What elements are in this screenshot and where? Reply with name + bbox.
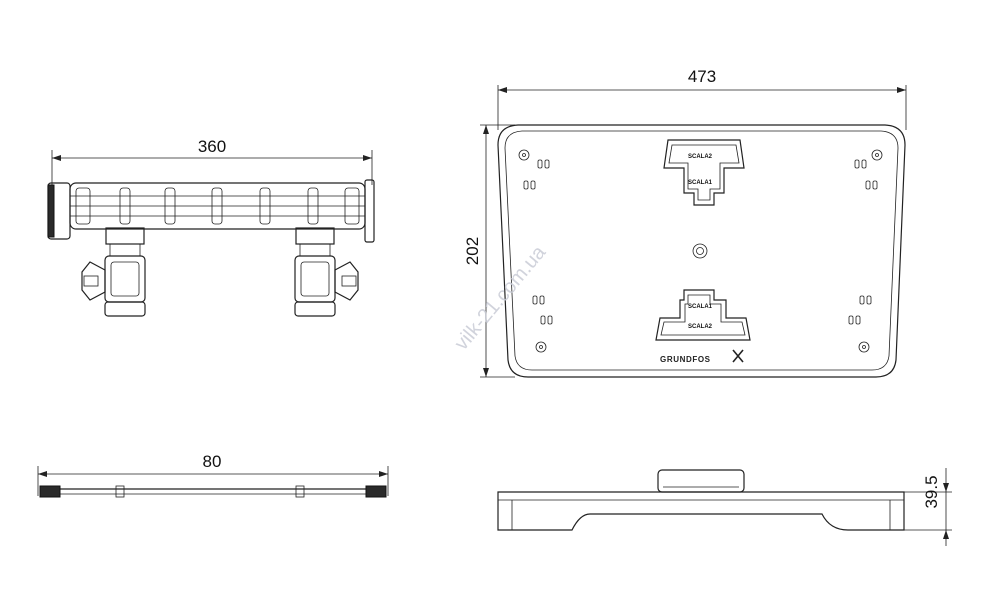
dim-label-360: 360 [198, 137, 226, 156]
dim-label-39-5: 39.5 [922, 475, 941, 508]
label-top-upper: SCALA2 [688, 154, 713, 160]
manifold-right-cap [364, 179, 375, 243]
dimension-202: 202 [463, 124, 515, 378]
brand-text: GRUNDFOS [660, 355, 711, 364]
dimension-473: 473 [497, 67, 907, 130]
plate-front-view: 39.5 [497, 468, 952, 546]
label-top-lower: SCALA1 [688, 180, 713, 186]
front-boss [657, 469, 745, 493]
top-bracket: SCALA2 SCALA1 [663, 139, 745, 206]
left-valve [81, 227, 146, 317]
plate-top-view: 473 202 [463, 67, 907, 378]
label-bottom-upper: SCALA1 [688, 304, 713, 310]
right-valve [294, 227, 359, 317]
dimension-80: 80 [37, 452, 389, 496]
mounting-slots [523, 159, 878, 325]
front-base [497, 491, 905, 531]
manifold-view: 360 [47, 137, 375, 317]
plate-outline [497, 124, 906, 378]
dim-label-80: 80 [203, 452, 222, 471]
dim-label-202: 202 [463, 237, 482, 265]
label-bottom-lower: SCALA2 [688, 324, 713, 330]
side-view: 80 [37, 452, 389, 498]
dimension-360: 360 [51, 137, 373, 185]
bottom-bracket: SCALA1 SCALA2 [655, 289, 751, 341]
center-hole [692, 243, 708, 259]
manifold-ribs [75, 187, 360, 225]
dim-label-473: 473 [688, 67, 716, 86]
dimension-39-5: 39.5 [904, 468, 952, 546]
corner-screws [518, 149, 883, 353]
brand-x-logo [732, 349, 744, 363]
